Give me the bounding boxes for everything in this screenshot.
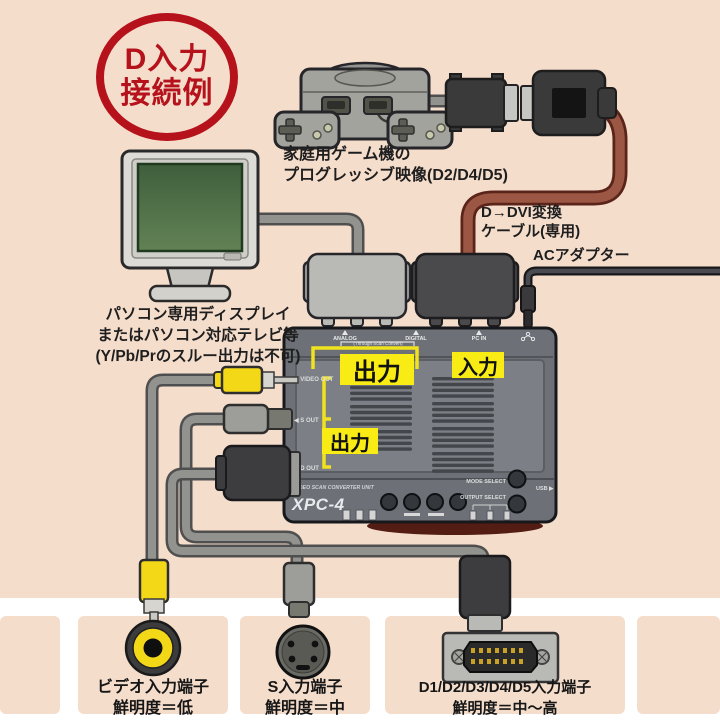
video-terminal-name: ビデオ入力端子 [96,679,209,696]
pcin-marker-icon [476,330,482,335]
mode-select-label: MODE SELECT [466,479,506,485]
ac-adapter-caption-text: ACアダプター [533,247,630,264]
video-terminal-label: ビデオ入力端子 鮮明度＝低 [63,677,243,719]
s-terminal-label: S入力端子 鮮明度＝中 [225,677,385,719]
digital-marker-icon [413,330,419,335]
d-plug-down [458,554,512,632]
input-label: 入力 [452,352,504,379]
console-caption-line1: 家庭用ゲーム機の [283,146,411,163]
d-out-cable [165,467,490,569]
badge-line1: D入力 [124,43,210,77]
monitor-caption: パソコン専用ディスプレイ またはパソコン対応テレビ等 (Y/Pb/Prのスルー出… [86,304,310,367]
device-button-1 [380,493,398,511]
d-dvi-cable [460,100,628,266]
badge-line2: 接続例 [120,77,214,110]
device-button-2 [403,493,421,511]
monitor-caption-line1: パソコン専用ディスプレイ [105,306,291,323]
d-input-jack [441,631,560,684]
output-select-button [507,494,527,514]
analog-marker-icon [342,330,348,335]
ac-adapter-cable [523,266,720,297]
output-bracket-top [311,346,419,369]
dc-plug [520,285,536,328]
d-terminal-name: D1/D2/D3/D4/D5入力端子 [418,679,592,696]
dvi-cable-caption-line1: D→DVI変換 [481,204,562,221]
terminal-panel-edge-left [0,616,60,714]
s-out-label: ◀ S OUT [293,417,319,424]
monitor-screen [136,162,244,253]
monitor-caption-line2: またはパソコン対応テレビ等 [97,327,299,344]
video-out-label: ◀ VIDEO OUT [293,376,334,383]
video-input-jack [124,619,182,677]
video-out-cable [145,373,225,573]
video-terminal-clarity: 鮮明度＝低 [112,700,193,717]
s-out-cable [179,412,304,577]
dvi-cable-caption: D→DVI変換 ケーブル(専用) [481,203,580,241]
output-label-top: 出力 [340,354,414,386]
pc-monitor [120,149,260,303]
controller-right [386,110,454,150]
mode-select-button [507,469,527,489]
rca-plug-horizontal [213,365,299,395]
d-plug-horizontal [215,444,301,502]
console-caption-line2: プログレッシブ映像(D2/D4/D5) [283,167,508,184]
dvi-plug-pair [444,69,617,137]
through-label: (Through Scan Convert) [353,341,403,346]
controller-left [273,110,341,150]
xpc4-device: ANALOG DIGITAL PC IN (Through Scan Conve… [282,326,558,524]
d-input-badge: D入力 接続例 [96,13,238,141]
usb-label: USB ▶ [536,485,554,492]
s-terminal-name: S入力端子 [267,679,343,696]
rca-plug-down [138,558,170,631]
output-label-top-text: 出力 [353,359,401,386]
digital-port-label: DIGITAL [405,336,427,342]
s-terminal-clarity: 鮮明度＝中 [264,700,345,717]
dc-in-icon [520,331,536,342]
unit-name-label: VIDEO SCAN CONVERTER UNIT [294,485,375,491]
output-label-side-text: 出力 [330,432,370,455]
pc-in-port-label: PC IN [472,336,487,342]
output-label-side: 出力 [322,428,378,455]
device-button-4 [449,493,467,511]
s-plug-horizontal [222,403,293,435]
input-label-text: 入力 [458,356,498,379]
d-out-label: ◀ D OUT [293,465,319,472]
ac-adapter-caption: ACアダプター [533,246,630,265]
d-jack-pins [471,648,523,664]
brand-logo: XPC-4 [291,495,345,514]
console-caption: 家庭用ゲーム機の プログレッシブ映像(D2/D4/D5) [283,144,508,186]
through-bracket [340,341,415,346]
output-select-label: OUTPUT SELECT [460,495,506,501]
digital-connector [410,252,520,327]
monitor-cable [243,212,365,263]
s-input-jack [275,624,331,680]
d-terminal-clarity: 鮮明度＝中〜高 [452,700,558,717]
analog-connector [302,252,412,327]
s-plug-down [282,561,316,618]
terminal-panel-edge-right [637,616,720,714]
d-terminal-label: D1/D2/D3/D4/D5入力端子 鮮明度＝中〜高 [378,677,632,719]
analog-port-label: ANALOG [333,336,357,342]
device-button-3 [426,493,444,511]
dvi-cable-caption-line2: ケーブル(専用) [481,223,581,240]
game-console [273,61,454,150]
monitor-caption-line3: (Y/Pb/Prのスルー出力は不可) [95,348,301,365]
output-bracket-side [322,376,331,469]
